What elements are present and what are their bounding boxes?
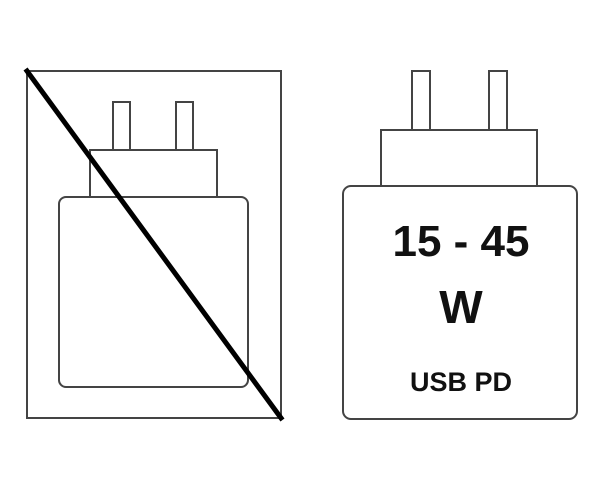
left-plug-prong-1 bbox=[112, 101, 131, 151]
right-charger-body bbox=[342, 185, 578, 420]
required-charger-icon: 15 - 45 W USB PD bbox=[342, 70, 578, 420]
power-range-label: 15 - 45 bbox=[393, 217, 530, 266]
left-plug-prong-2 bbox=[175, 101, 194, 151]
left-plug-neck bbox=[89, 149, 218, 198]
right-plug-prong-1 bbox=[411, 70, 431, 131]
left-charger-body bbox=[58, 196, 249, 388]
left-charger-icon bbox=[58, 101, 249, 388]
no-charger-included-icon bbox=[23, 67, 285, 422]
cross-out-slash bbox=[23, 67, 285, 422]
power-unit-label: W bbox=[439, 281, 483, 333]
left-frame bbox=[26, 70, 282, 419]
right-plug-prong-2 bbox=[488, 70, 508, 131]
protocol-label: USB PD bbox=[410, 367, 512, 397]
right-plug-neck bbox=[380, 129, 538, 187]
